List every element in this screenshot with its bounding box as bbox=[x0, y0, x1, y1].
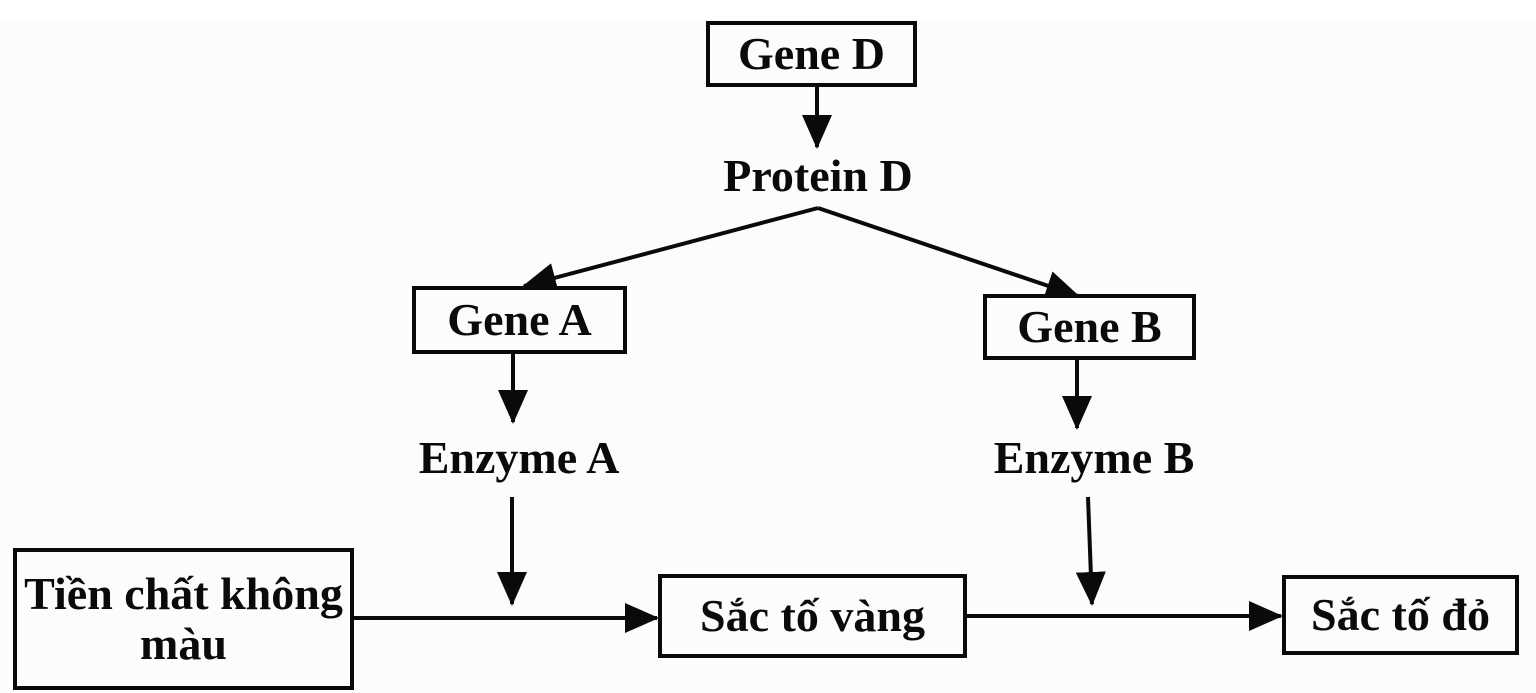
node-gene-d: Gene D bbox=[706, 21, 917, 87]
node-enzyme-b: Enzyme B bbox=[993, 432, 1195, 483]
node-yellow-pigment: Sắc tố vàng bbox=[658, 574, 967, 658]
node-protein-d: Protein D bbox=[723, 150, 913, 201]
edge-protein-d-to-gene-a bbox=[522, 206, 819, 293]
edge-protein-d-to-gene-b bbox=[817, 206, 1080, 300]
node-gene-a: Gene A bbox=[412, 286, 627, 354]
node-red-pigment: Sắc tố đỏ bbox=[1282, 575, 1519, 655]
edge-enzyme-b-to-reaction-2 bbox=[1075, 496, 1106, 606]
node-gene-b: Gene B bbox=[983, 294, 1196, 360]
node-colorless-precursor: Tiền chất không màu bbox=[13, 548, 354, 690]
top-margin bbox=[0, 0, 1536, 20]
node-enzyme-a: Enzyme A bbox=[418, 432, 620, 483]
